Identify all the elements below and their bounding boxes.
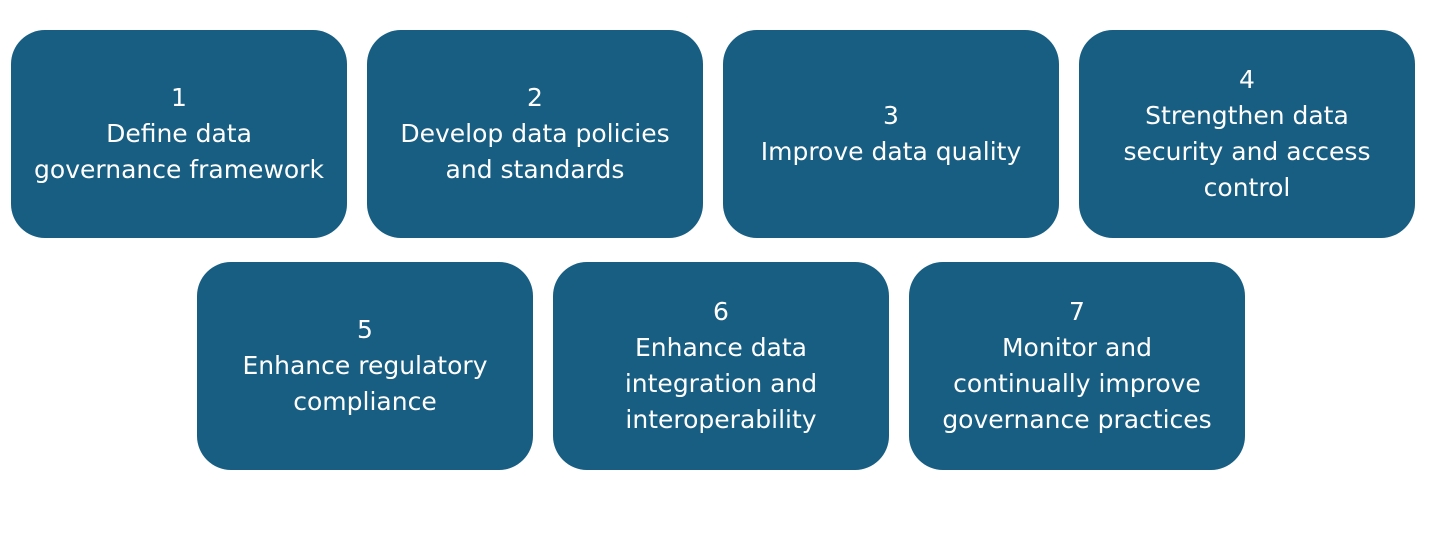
step-number: 2 [527,83,543,112]
step-number: 7 [1069,297,1085,326]
step-label-line: governance framework [34,155,324,184]
step-box-5: 5 Enhance regulatory compliance [197,262,533,470]
step-box-6: 6 Enhance data integration and interoper… [553,262,889,470]
step-number: 5 [357,315,373,344]
step-label-line: and standards [445,155,625,184]
step-label-line: Improve data quality [760,137,1022,166]
step-label-line: control [1203,173,1291,202]
step-number: 6 [713,297,729,326]
step-label-line: Monitor and [1001,333,1152,362]
step-box-7: 7 Monitor and continually improve govern… [909,262,1245,470]
step-number: 3 [883,101,899,130]
step-label-line: interoperability [625,405,817,434]
step-label-line: continually improve [953,369,1201,398]
step-label-line: Enhance data [634,333,808,362]
step-box-3: 3 Improve data quality [723,30,1059,238]
step-label-line: compliance [293,387,437,416]
step-number: 1 [171,83,187,112]
step-label-line: Define data [106,119,252,148]
step-box-4: 4 Strengthen data security and access co… [1079,30,1415,238]
step-label-line: integration and [624,369,818,398]
step-label-line: Strengthen data [1145,101,1349,130]
step-number: 4 [1239,65,1255,94]
step-box-2: 2 Develop data policies and standards [367,30,703,238]
step-label-line: governance practices [942,405,1212,434]
step-label-line: Develop data policies [400,119,670,148]
step-box-1: 1 Define data governance framework [11,30,347,238]
step-label-line: Enhance regulatory [242,351,488,380]
step-label-line: security and access [1123,137,1371,166]
